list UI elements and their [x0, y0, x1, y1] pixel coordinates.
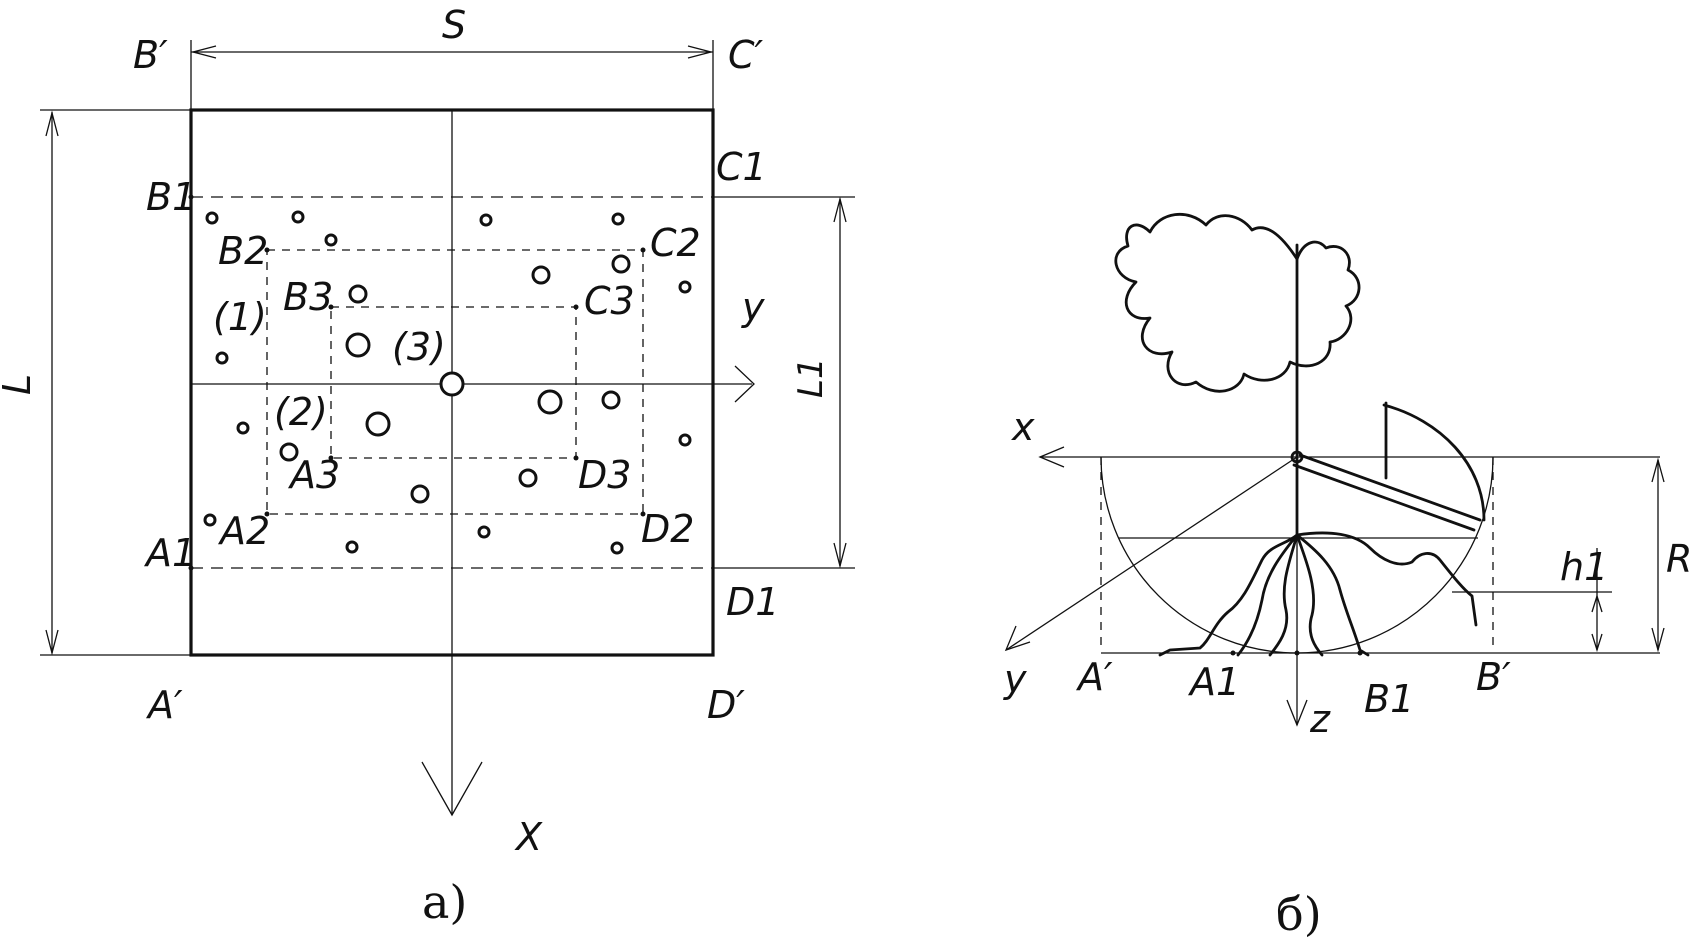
pit-marker: [215, 351, 229, 365]
pit-marker: [479, 213, 493, 227]
zone3-label-a3: A3: [287, 453, 340, 497]
caption-a: а): [422, 875, 467, 929]
axis-label-x-3d: x: [1011, 405, 1035, 449]
zone1-label-d1: D1: [726, 580, 779, 624]
s-arrow-left: [190, 45, 217, 59]
zone3-label-b3: B3: [283, 275, 333, 319]
pit-marker: [205, 211, 219, 225]
pit-marker: [410, 484, 430, 504]
l-dimension-label: L: [0, 374, 39, 395]
pit-marker: [348, 284, 368, 304]
rotation-arc: [1382, 403, 1486, 522]
l-arrow-bottom: [45, 629, 59, 656]
zone3-label-d3: D3: [578, 453, 631, 497]
rotating-bar-top: [1298, 453, 1482, 522]
zone3-label-c3: C3: [584, 279, 635, 323]
pit-marker: [537, 389, 563, 415]
figure-b-side-view: x y z A′ A1 B1 B′ R h1 б): [1003, 212, 1692, 941]
corner-label-a-prime: A′: [145, 683, 183, 727]
pit-marker: [611, 212, 625, 226]
pit-marker: [610, 541, 624, 555]
pit-markers: [203, 210, 692, 555]
r-arrow-bottom: [1651, 627, 1665, 653]
l1-arrow-top: [833, 196, 847, 223]
z-axis-arrow: [1286, 699, 1308, 727]
pit-marker: [601, 390, 621, 410]
point-label-b-prime: B′: [1476, 655, 1511, 699]
pit-marker: [531, 265, 551, 285]
r-arrow-top: [1651, 457, 1665, 483]
zone1-label-c1: C1: [716, 145, 767, 189]
l1-arrow-bottom: [833, 542, 847, 569]
x-axis-arrowhead: [421, 761, 483, 817]
axis-label-y-3d: y: [1003, 657, 1027, 701]
y-axis-arrow: [1004, 625, 1031, 652]
pit-marker: [477, 525, 491, 539]
l1-dimension-label: L1: [791, 357, 831, 398]
plant-canopy: [1114, 212, 1361, 393]
zone2-label-d2: D2: [641, 507, 694, 551]
pit-marker: [291, 210, 305, 224]
pit-marker: [236, 421, 250, 435]
figure-a-plan-view: S L L1 B′ C′ A′ D′ B1 C1 A1 D1 B2 C2 A2 …: [0, 3, 855, 929]
pit-marker: [678, 433, 692, 447]
center-plant-marker: [439, 371, 465, 397]
point-label-a1: A1: [1187, 660, 1240, 704]
y-axis-line: [1005, 456, 1298, 651]
s-dimension-label: S: [442, 3, 466, 47]
zone2-label-a2: A2: [217, 509, 270, 553]
pit-marker: [345, 332, 371, 358]
pit-marker: [279, 442, 299, 462]
pit-marker: [365, 411, 391, 437]
pit-marker: [203, 513, 217, 527]
pit-marker: [678, 280, 692, 294]
corner-label-b-prime: B′: [133, 33, 168, 77]
corner-label-d-prime: D′: [707, 683, 745, 727]
l-arrow-top: [45, 110, 59, 137]
zone2-boundary: [266, 249, 644, 515]
pit-marker: [518, 468, 538, 488]
y-axis-arrowhead: [734, 365, 755, 403]
h1-arrow-bottom: [1591, 633, 1603, 653]
axis-label-y: y: [741, 285, 765, 329]
h1-dimension-label: h1: [1560, 545, 1608, 589]
axis-label-z-3d: z: [1309, 697, 1331, 741]
vertex-dots: [188, 194, 646, 571]
zone-label-2: (2): [274, 390, 328, 434]
zone-label-1: (1): [213, 295, 267, 339]
point-label-b1: B1: [1364, 677, 1414, 721]
pit-marker: [611, 254, 631, 274]
caption-b: б): [1276, 887, 1322, 941]
ground-points: [1230, 650, 1363, 656]
zone1-label-a1: A1: [143, 531, 196, 575]
plant-roots: [1158, 531, 1478, 657]
corner-label-c-prime: C′: [728, 33, 764, 77]
zone-label-3: (3): [392, 325, 446, 369]
rotating-bar-bottom: [1292, 463, 1476, 532]
zone2-label-c2: C2: [650, 221, 701, 265]
axis-label-x: X: [514, 815, 543, 859]
s-arrow-right: [687, 45, 714, 59]
r-dimension-label: R: [1666, 537, 1692, 581]
pit-marker: [345, 540, 359, 554]
zone1-label-b1: B1: [146, 175, 196, 219]
point-label-a-prime: A′: [1075, 655, 1113, 699]
pit-marker: [324, 233, 338, 247]
zone3-boundary: [330, 306, 577, 459]
zone2-label-b2: B2: [218, 229, 268, 273]
x-axis-arrow: [1038, 446, 1065, 468]
h1-arrow-top: [1591, 593, 1603, 613]
